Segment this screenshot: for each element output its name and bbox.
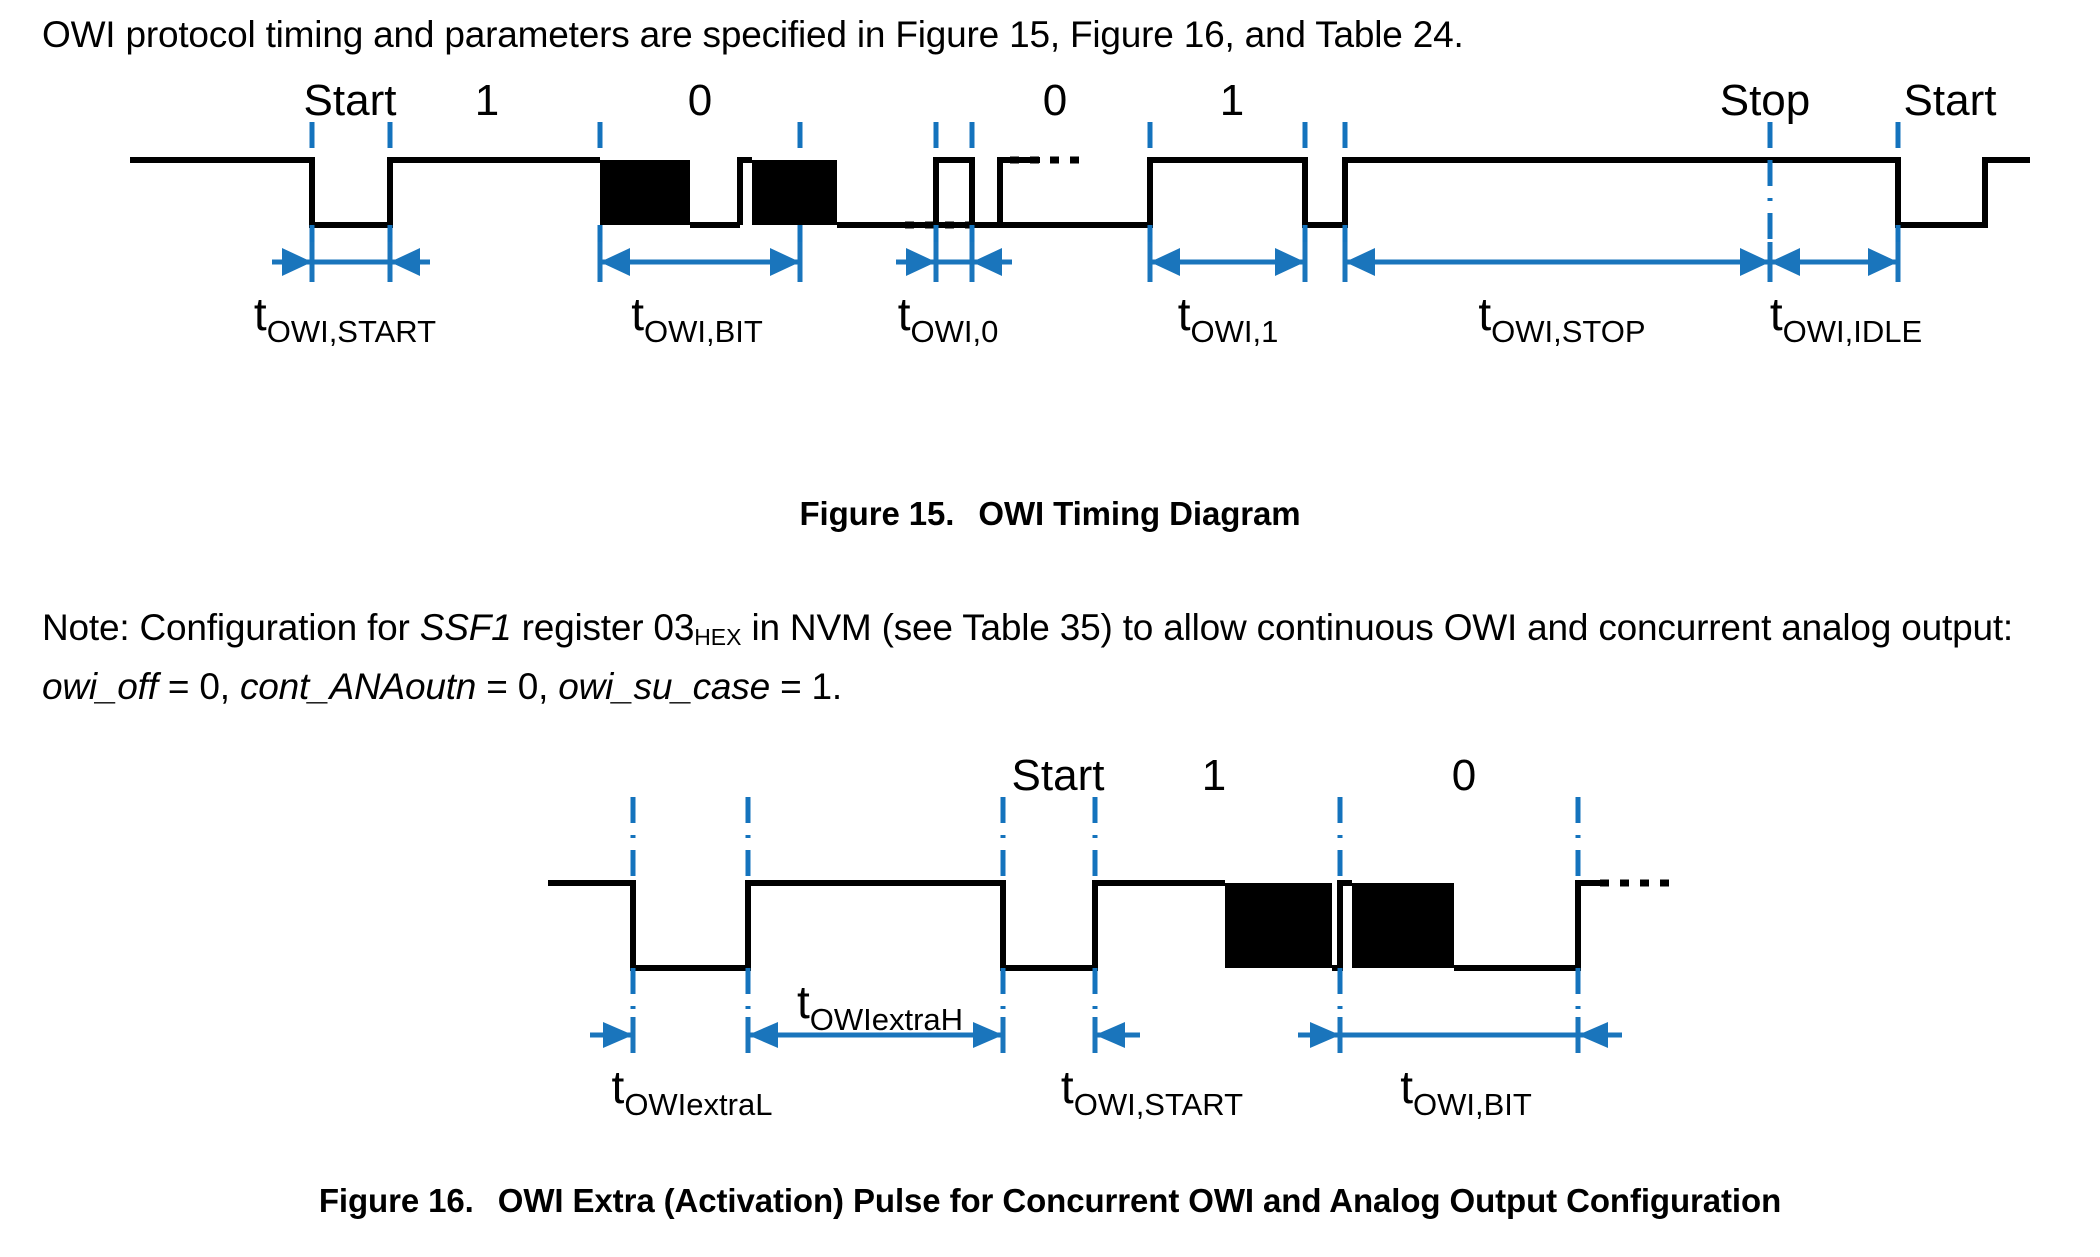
figure-16-caption: Figure 16. OWI Extra (Activation) Pulse f… (0, 1182, 2100, 1220)
dimension-label: tOWI,START (1061, 1061, 1243, 1122)
note-var-cont-anaoutn: cont_ANAoutn (239, 666, 477, 708)
note-mid-1: register 03 (511, 607, 695, 648)
bit-label: Start (1012, 751, 1105, 800)
note-eq-1: = 0, (157, 666, 240, 708)
figure-15-number: Figure 15. (799, 495, 955, 532)
fig16-dimension-arrows (590, 1017, 1622, 1053)
fig16-guide-lines-lower (630, 968, 1581, 1033)
dimension-label: tOWI,1 (1178, 288, 1279, 349)
bit-label: 0 (1452, 751, 1476, 800)
fig15-guide-lines (309, 122, 1901, 160)
fig15-dimension-labels: tOWI,START tOWI,BIT tOWI,0 tOWI,1 tOWI,S… (254, 288, 1922, 349)
fig15-waveform (130, 156, 1085, 228)
note-lead: Note: Configuration for (42, 607, 420, 648)
fig16-dimension-labels: tOWIextraL tOWI,START tOWI,BIT (612, 1061, 1532, 1122)
intro-paragraph: OWI protocol timing and parameters are s… (42, 14, 1464, 55)
figure-15-title: OWI Timing Diagram (978, 495, 1301, 532)
bit-label: 1 (1220, 76, 1244, 125)
bit-label: 1 (475, 76, 499, 125)
fig15-guide-lines-lower (309, 160, 1901, 260)
bit-label: 0 (688, 76, 712, 125)
note-paragraph: Note: Configuration for SSF1 register 03… (42, 603, 2062, 712)
figure-16-title: OWI Extra (Activation) Pulse for Concurr… (497, 1182, 1782, 1219)
bit-label: Stop (1720, 76, 1811, 125)
fig16-guide-lines-upper (630, 797, 1581, 883)
note-mid-2: in NVM (see Table 35) to allow continuou… (741, 607, 2013, 648)
wave-block (1352, 883, 1454, 968)
dimension-label: tOWIextraL (612, 1061, 773, 1122)
figure-16-timing-diagram: Start 1 0 (0, 735, 2100, 1175)
note-var-owi-off: owi_off (42, 666, 158, 708)
dimension-label: tOWI,IDLE (1770, 288, 1922, 349)
wave-block (752, 160, 837, 225)
bit-label: 0 (1043, 76, 1067, 125)
fig16-bit-labels: Start 1 0 (1012, 751, 1477, 800)
bit-label: Start (1904, 76, 1997, 125)
fig15-dimension-arrows (272, 242, 1901, 282)
fig16-waveform (548, 879, 1672, 971)
inline-dimension-label: tOWIextraH (797, 976, 963, 1037)
note-hex-subscript: HEX (694, 624, 742, 651)
bit-label: Start (304, 76, 397, 125)
dimension-label: tOWI,STOP (1478, 288, 1645, 349)
figure-15-timing-diagram: Start 1 0 0 1 Stop Start (0, 60, 2100, 490)
bit-label: 1 (1202, 751, 1226, 800)
figure-15-caption: Figure 15. OWI Timing Diagram (0, 495, 2100, 533)
dimension-label: tOWI,BIT (1400, 1061, 1532, 1122)
figure-16-number: Figure 16. (318, 1182, 474, 1219)
note-eq-2: = 0, (476, 666, 559, 708)
note-register-name: SSF1 (419, 607, 512, 648)
wave-block (1225, 883, 1332, 968)
dimension-label: tOWI,START (254, 288, 436, 349)
fig15-waveform-continued (905, 157, 2030, 229)
wave-block (600, 160, 690, 225)
dimension-label: tOWI,0 (898, 288, 999, 349)
note-eq-3: = 1. (769, 666, 843, 708)
fig15-bit-labels: Start 1 0 0 1 Stop Start (304, 76, 1997, 125)
note-var-owi-su-case: owi_su_case (558, 666, 770, 708)
dimension-label: tOWI,BIT (631, 288, 763, 349)
